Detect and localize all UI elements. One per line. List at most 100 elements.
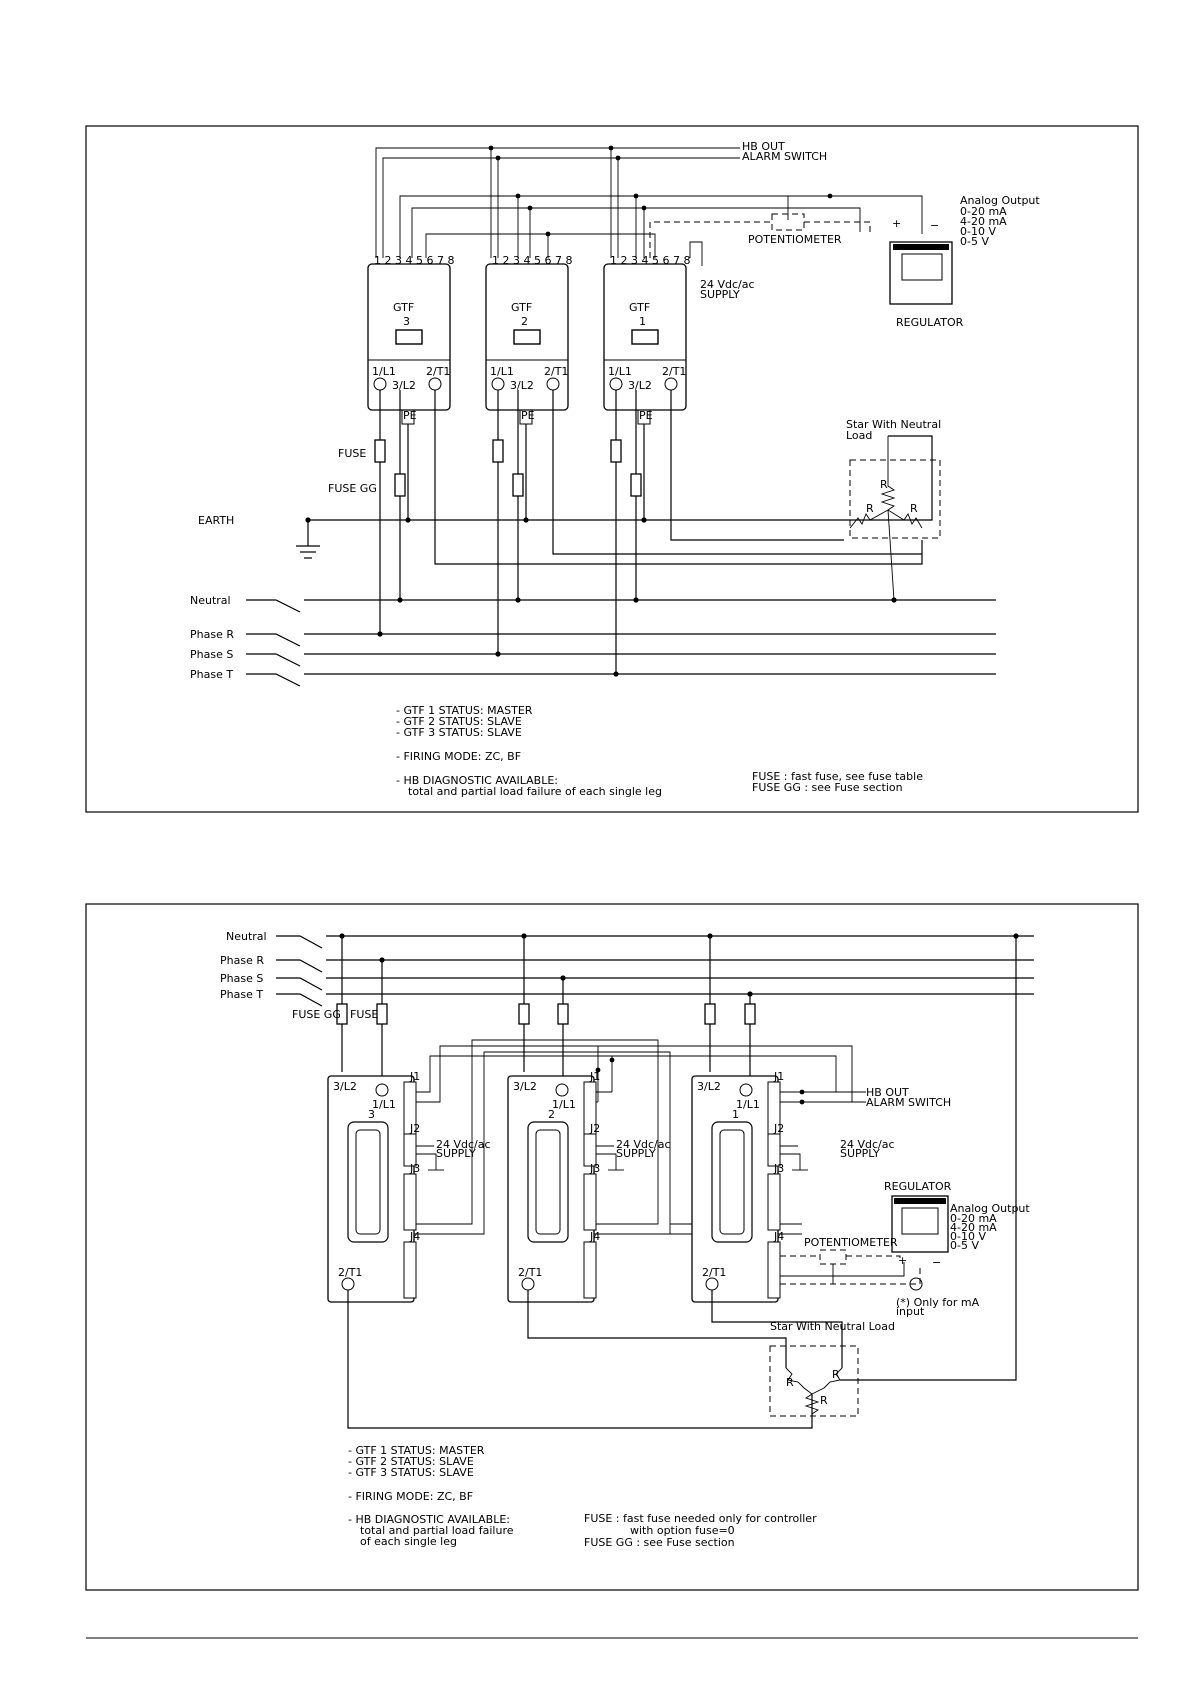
d2-fuse-note-2: with option fuse=0 <box>630 1524 735 1537</box>
d2-signal-wires <box>414 1039 866 1235</box>
d2-potentiometer-label: POTENTIOMETER <box>804 1236 898 1249</box>
d2-unit1-l2: 3/L2 <box>697 1080 721 1093</box>
d2-hb-diag-2: total and partial load failure <box>360 1524 514 1537</box>
d2-regulator-label: REGULATOR <box>884 1180 952 1193</box>
d1-unit3-number: 3 <box>403 315 410 328</box>
d1-unit1-pe: PE <box>639 409 653 422</box>
d2-hb-diag-1: - HB DIAGNOSTIC AVAILABLE: <box>348 1513 510 1526</box>
d2-unit3-j4: J4 <box>409 1230 420 1243</box>
d1-potentiometer-label: POTENTIOMETER <box>748 233 842 246</box>
d1-status-2: - GTF 2 STATUS: SLAVE <box>396 715 522 728</box>
d2-unit2-supply-2: SUPPLY <box>616 1147 656 1160</box>
d2-phase-s-label: Phase S <box>220 972 263 985</box>
d2-analog-range-3: 0-10 V <box>950 1230 986 1243</box>
d1-unit2-gtf: GTF <box>511 301 532 314</box>
d2-fuse-note-3: FUSE GG : see Fuse section <box>584 1536 735 1549</box>
d2-fuses <box>336 936 756 1082</box>
d2-unit3-supply-1: 24 Vdc/ac <box>436 1138 491 1151</box>
d1-unit3-l2: 3/L2 <box>392 379 416 392</box>
d2-ma-note-2: input <box>896 1305 925 1318</box>
d2-neutral-label: Neutral <box>226 930 267 943</box>
d2-fuse-gg-label: FUSE GG <box>292 1008 341 1021</box>
d2-resistor-1: R <box>786 1376 794 1389</box>
d2-unit1-j3: J3 <box>773 1162 784 1175</box>
d2-gtf-module-3 <box>327 1075 417 1303</box>
d1-unit3-gtf: GTF <box>393 301 414 314</box>
d1-unit3-t1: 2/T1 <box>426 365 450 378</box>
diagram-1-frame <box>85 125 1139 813</box>
d1-hb-out-label: HB OUT <box>742 140 785 153</box>
d2-fuse-note-1: FUSE : fast fuse needed only for control… <box>584 1512 817 1525</box>
d1-unit1-t1: 2/T1 <box>662 365 686 378</box>
d1-unit3-terminals: 1 2 3 4 5 6 7 8 <box>374 254 454 267</box>
d1-analog-output-label: Analog Output <box>960 194 1040 207</box>
d1-earth-label: EARTH <box>198 514 234 527</box>
d2-unit2-j1: J1 <box>589 1070 600 1083</box>
svg-text:+: + <box>898 1254 907 1267</box>
d2-status-2: - GTF 2 STATUS: SLAVE <box>348 1455 474 1468</box>
d2-unit2-t1: 2/T1 <box>518 1266 542 1279</box>
d1-regulator-label: REGULATOR <box>896 316 964 329</box>
d1-unit2-l2: 3/L2 <box>510 379 534 392</box>
d1-unit3-l1: 1/L1 <box>372 365 396 378</box>
d2-gtf-module-1 <box>691 1075 781 1303</box>
d2-alarm-switch-label: ALARM SWITCH <box>866 1096 951 1109</box>
d1-star-load <box>849 436 941 601</box>
d1-unit2-t1: 2/T1 <box>544 365 568 378</box>
d1-neutral-label: Neutral <box>190 594 231 607</box>
d2-unit1-supply-2: SUPPLY <box>840 1147 880 1160</box>
d2-unit1-j1: J1 <box>773 1070 784 1083</box>
d2-hb-diag-3: of each single leg <box>360 1535 457 1548</box>
d1-resistor-3: R <box>910 502 918 515</box>
d2-hb-out-label: HB OUT <box>866 1086 909 1099</box>
d1-status-1: - GTF 1 STATUS: MASTER <box>396 704 533 717</box>
d1-resistor-2: R <box>866 502 874 515</box>
d1-unit1-l1: 1/L1 <box>608 365 632 378</box>
d1-bus-lines <box>246 597 996 687</box>
diagram-2-frame <box>85 903 1139 1591</box>
d2-unit2-j4: J4 <box>589 1230 600 1243</box>
d1-unit2-number: 2 <box>521 315 528 328</box>
d1-unit1-number: 1 <box>639 315 646 328</box>
d2-unit1-t1: 2/T1 <box>702 1266 726 1279</box>
d2-unit1-supply-1: 24 Vdc/ac <box>840 1138 895 1151</box>
d2-phase-r-label: Phase R <box>220 954 264 967</box>
d2-supply-wires <box>416 1145 808 1171</box>
d1-supply-label-1: 24 Vdc/ac <box>700 278 755 291</box>
d2-ma-note-1: (*) Only for mA <box>896 1296 980 1309</box>
d2-status-1: - GTF 1 STATUS: MASTER <box>348 1444 485 1457</box>
d2-star-label: Star With Neutral Load <box>770 1320 895 1333</box>
d2-unit1-l1: 1/L1 <box>736 1098 760 1111</box>
d1-star-label-1: Star With Neutral <box>846 418 941 431</box>
d2-resistor-3: R <box>820 1394 828 1407</box>
d2-regulator: + − <box>891 1195 949 1269</box>
d1-gtf-unit-3 <box>367 263 451 425</box>
d2-unit3-j3: J3 <box>409 1162 420 1175</box>
d1-fuse-label: FUSE <box>338 447 366 460</box>
d2-unit3-number: 3 <box>368 1108 375 1121</box>
d2-load-wiring <box>347 936 1017 1429</box>
d1-fuse-gg-label: FUSE GG <box>328 482 377 495</box>
d2-phase-t-label: Phase T <box>220 988 263 1001</box>
d2-unit3-supply-2: SUPPLY <box>436 1147 476 1160</box>
d2-analog-output-label: Analog Output <box>950 1202 1030 1215</box>
d2-unit3-l1: 1/L1 <box>372 1098 396 1111</box>
d1-fuse-note-2: FUSE GG : see Fuse section <box>752 781 903 794</box>
d1-unit1-terminals: 1 2 3 4 5 6 7 8 <box>610 254 690 267</box>
d1-hb-diag-2: total and partial load failure of each s… <box>408 785 662 798</box>
d2-unit1-j4: J4 <box>773 1230 784 1243</box>
d2-firing-mode: - FIRING MODE: ZC, BF <box>348 1490 473 1503</box>
d2-unit1-number: 1 <box>732 1108 739 1121</box>
d2-analog-range-2: 4-20 mA <box>950 1221 997 1234</box>
d1-unit1-gtf: GTF <box>629 301 650 314</box>
d1-star-label-2: Load <box>846 429 872 442</box>
d2-unit2-j2: J2 <box>589 1122 600 1135</box>
d1-unit2-pe: PE <box>521 409 535 422</box>
d1-phase-s-label: Phase S <box>190 648 233 661</box>
d2-fuse-label: FUSE <box>350 1008 378 1021</box>
d1-resistor-1: R <box>880 478 888 491</box>
d2-unit2-j3: J3 <box>589 1162 600 1175</box>
d1-supply-label-2: SUPPLY <box>700 288 740 301</box>
d2-unit3-j2: J2 <box>409 1122 420 1135</box>
